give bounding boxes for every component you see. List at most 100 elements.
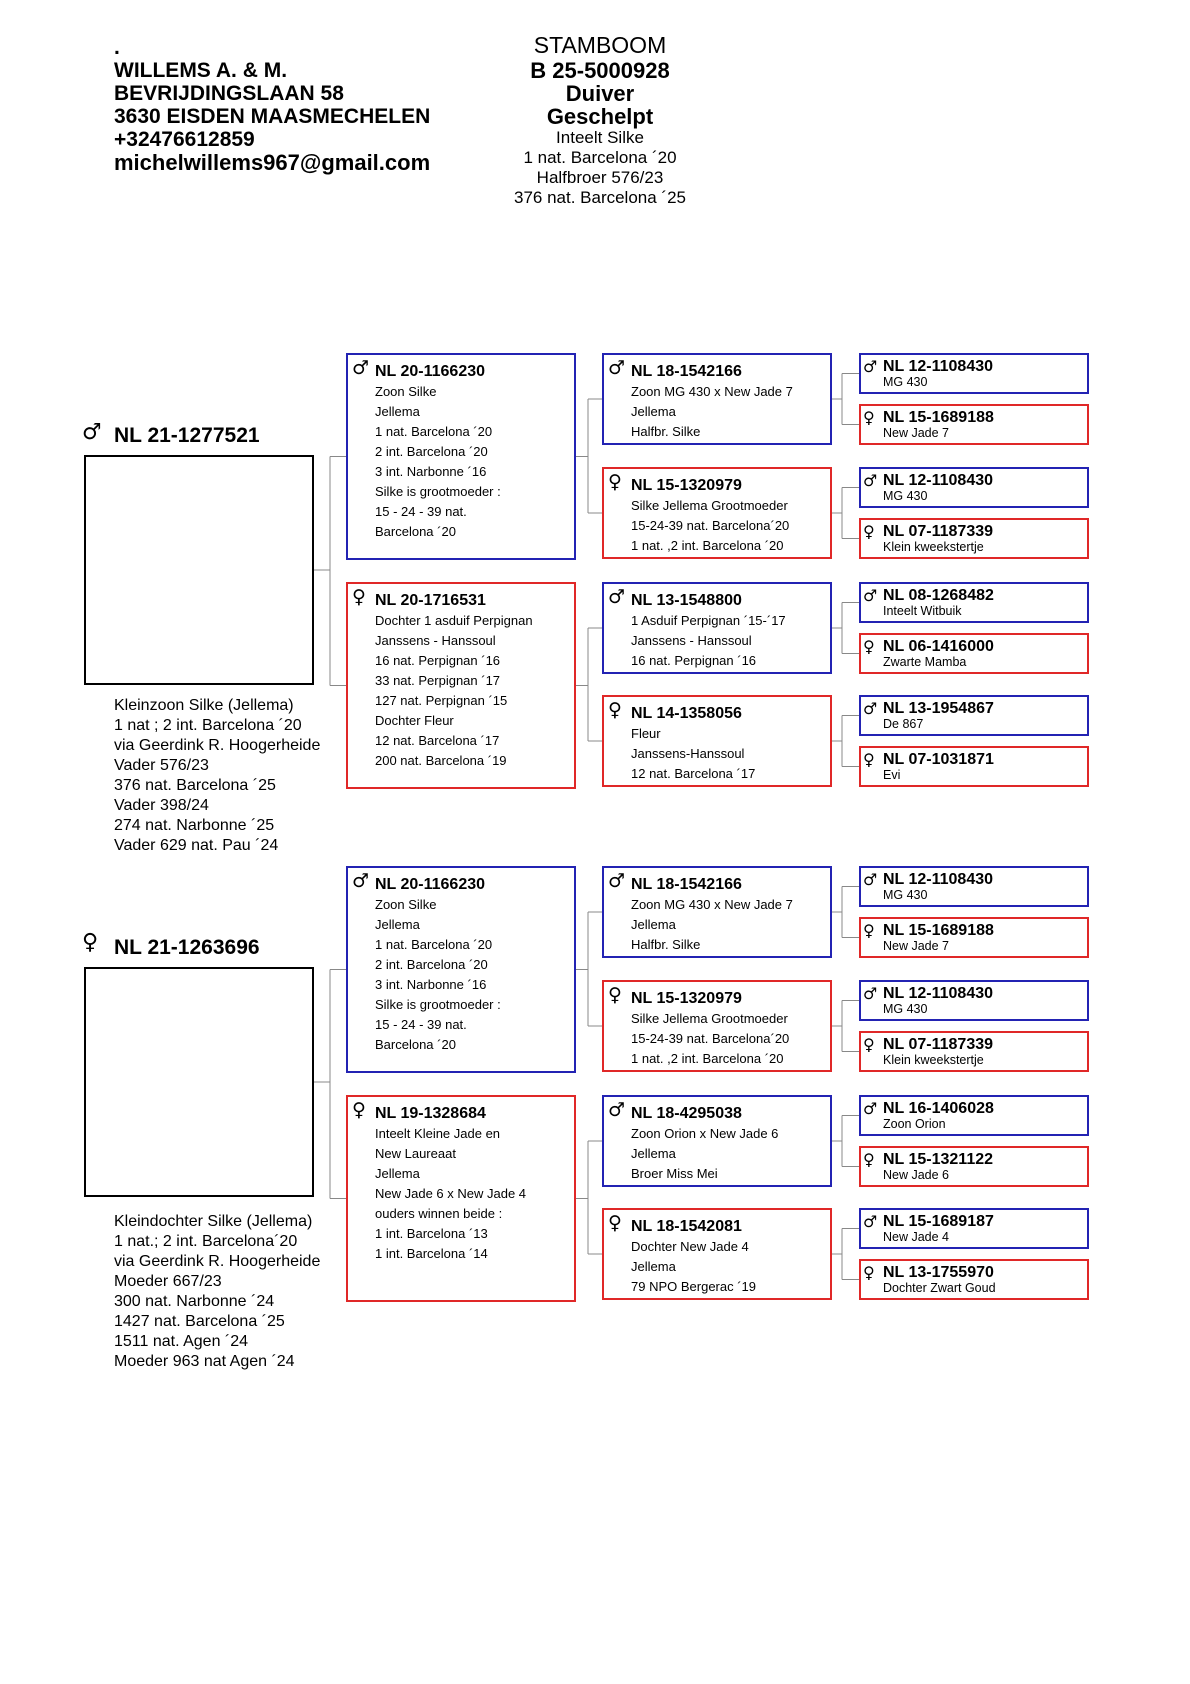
dam-info-line: Kleindochter Silke (Jellema) <box>114 1213 313 1230</box>
male-symbol-icon: ♂ <box>863 870 878 889</box>
pigeon-description-line: Halfbr. Silke <box>631 937 701 952</box>
female-symbol-icon: ♀ <box>863 522 875 541</box>
pigeon-description-line: Silke is grootmoeder : <box>375 484 501 499</box>
pigeon-description-line: 1 Asduif Perpignan ´15-´17 <box>631 613 786 628</box>
sire-sex-symbol: ♂ <box>82 420 102 445</box>
pigeon-description-line: Zoon Silke <box>375 384 437 399</box>
pigeon-description-line: 33 nat. Perpignan ´17 <box>375 673 501 688</box>
pigeon-ring: NL 15-1689188 <box>883 409 994 426</box>
pigeon-description: Dochter New Jade 4 Jellema 79 NPO Bergerac… <box>631 1237 756 1297</box>
pigeon-ring: NL 15-1689188 <box>883 922 994 939</box>
pigeon-description-line: 2 int. Barcelona ´20 <box>375 444 488 459</box>
pigeon-description-line: 79 NPO Bergerac ´19 <box>631 1279 757 1294</box>
dam-photo-frame <box>84 967 314 1197</box>
connector-line <box>832 602 859 654</box>
pigeon-ring: NL 12-1108430 <box>883 358 994 375</box>
pigeon-description-line: 15 - 24 - 39 nat. <box>375 1017 467 1032</box>
male-symbol-icon: ♂ <box>608 357 626 379</box>
pigeon-ring: NL 18-1542081 <box>631 1218 742 1235</box>
sire-info-line: 376 nat. Barcelona ´25 <box>114 777 276 794</box>
sire-info-line: via Geerdink R. Hoogerheide <box>114 737 321 754</box>
pigeon-description-line: 15-24-39 nat. Barcelona´20 <box>631 518 790 533</box>
connector-line <box>314 969 346 1199</box>
pigeon-ring: NL 13-1954867 <box>883 700 994 717</box>
pigeon-description-line: 16 nat. Perpignan ´16 <box>375 653 501 668</box>
pigeon-description: New Jade 6 <box>883 1168 950 1182</box>
pigeon-description: Klein kweekstertje <box>883 1053 984 1067</box>
pigeon-ring: NL 12-1108430 <box>883 985 994 1002</box>
pigeon-description-line: Jellema <box>631 404 676 419</box>
female-symbol-icon: ♀ <box>608 984 622 1006</box>
pigeon-ring: NL 13-1548800 <box>631 592 742 609</box>
pigeon-description-line: 200 nat. Barcelona ´19 <box>375 753 507 768</box>
female-symbol-icon: ♀ <box>863 1263 875 1282</box>
owner-email: michelwillems967@gmail.com <box>114 150 431 175</box>
owner-name: WILLEMS A. & M. <box>114 59 288 82</box>
connector-line <box>832 715 859 767</box>
pigeon-description: De 867 <box>883 717 924 731</box>
dam-info-line: Moeder 667/23 <box>114 1273 222 1290</box>
subject-sex: Duiver <box>565 81 635 106</box>
pigeon-description-line: Zoon MG 430 x New Jade 7 <box>631 897 793 912</box>
pigeon-description-line: Fleur <box>631 726 661 741</box>
pigeon-ring: NL 07-1187339 <box>883 1036 994 1053</box>
female-symbol-icon: ♀ <box>352 586 366 608</box>
male-symbol-icon: ♂ <box>863 699 878 718</box>
pigeon-description-line: Broer Miss Mei <box>631 1166 718 1181</box>
pigeon-ring: NL 06-1416000 <box>883 638 994 655</box>
owner-city: 3630 EISDEN MAASMECHELEN <box>114 105 431 128</box>
pigeon-description-line: Dochter New Jade 4 <box>631 1239 749 1254</box>
connector-line <box>576 1140 602 1255</box>
dam-ring: NL 21-1263696 <box>114 936 260 959</box>
pigeon-description-line: Jellema <box>631 1259 676 1274</box>
owner-block: . WILLEMS A. & M. BEVRIJDINGSLAAN 58 363… <box>114 36 430 174</box>
pigeon-ring: NL 13-1755970 <box>883 1264 994 1281</box>
connector-line <box>832 373 859 425</box>
pigeon-description-line: Barcelona ´20 <box>375 524 456 539</box>
pigeon-description-line: Zoon MG 430 x New Jade 7 <box>631 384 793 399</box>
pigeon-ring: NL 18-4295038 <box>631 1105 742 1122</box>
pigeon-description-line: Zoon Orion x New Jade 6 <box>631 1126 779 1141</box>
pigeon-description-line: Jellema <box>375 917 420 932</box>
male-symbol-icon: ♂ <box>608 586 626 608</box>
pigeon-description: Klein kweekstertje <box>883 540 984 554</box>
sire-info: Kleinzoon Silke (Jellema)1 nat ; 2 int. … <box>114 696 320 856</box>
pigeon-description-line: New Laureaat <box>375 1146 456 1161</box>
subject-line-2: 1 nat. Barcelona ´20 <box>523 148 677 167</box>
pigeon-ring: NL 07-1187339 <box>883 523 994 540</box>
female-symbol-icon: ♀ <box>863 1150 875 1169</box>
pigeon-description-line: Jellema <box>631 917 676 932</box>
female-symbol-icon: ♀ <box>863 1035 875 1054</box>
male-symbol-icon: ♂ <box>863 984 878 1003</box>
sire-photo-frame <box>84 455 314 685</box>
pigeon-description-line: 1 nat. Barcelona ´20 <box>375 424 493 439</box>
pigeon-ring: NL 18-1542166 <box>631 876 742 893</box>
sire-info-line: 274 nat. Narbonne ´25 <box>114 817 275 834</box>
female-symbol-icon: ♀ <box>863 408 875 427</box>
sire-info-line: 1 nat ; 2 int. Barcelona ´20 <box>114 717 302 734</box>
pigeon-ring: NL 20-1166230 <box>375 363 486 380</box>
dam-info-line: 1511 nat. Agen ´24 <box>114 1333 249 1350</box>
